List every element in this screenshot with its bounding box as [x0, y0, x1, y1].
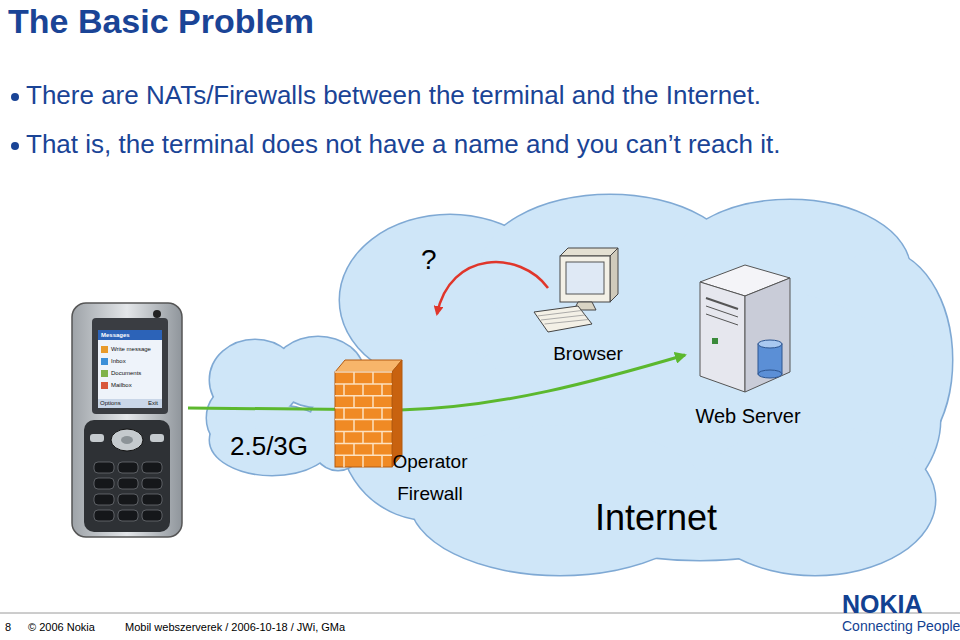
node-label: Browser	[553, 343, 623, 365]
operator-firewall: Operator Firewall	[333, 358, 405, 470]
bullet-text: There are NATs/Firewalls between the ter…	[26, 81, 761, 111]
node-label: 2.5/3G	[230, 432, 308, 462]
node-label: Internet	[595, 497, 717, 538]
question-mark: ?	[421, 244, 437, 276]
node-label: Web Server	[695, 405, 800, 428]
node-label: Documents	[111, 370, 141, 377]
mobile-phone: MessagesWrite messageInboxDocumentsMailb…	[68, 300, 188, 540]
bullet-dot	[11, 142, 19, 150]
node-label: Write message	[111, 346, 151, 353]
bullet-dot	[11, 93, 19, 101]
node-label: Messages	[101, 332, 130, 339]
node-label: Inbox	[111, 358, 126, 365]
node-label: Operator Firewall	[380, 446, 480, 510]
footer-note: Mobil webszerverek / 2006-10-18 / JWi, G…	[125, 621, 345, 634]
page-number: 8	[5, 621, 11, 634]
company-logo: NOKIA	[842, 590, 923, 619]
footer-rule	[0, 613, 960, 614]
copyright: © 2006 Nokia	[28, 621, 95, 634]
slide-title: The Basic Problem	[8, 2, 314, 41]
bullet-text: That is, the terminal does not have a na…	[26, 130, 780, 160]
node-label: Options	[100, 400, 121, 407]
node-label: Mailbox	[111, 382, 132, 389]
browser-computer: Browser	[528, 244, 628, 368]
web-server: Web Server	[685, 262, 811, 432]
node-label: Exit	[148, 400, 158, 407]
company-slogan: Connecting People	[842, 618, 960, 634]
